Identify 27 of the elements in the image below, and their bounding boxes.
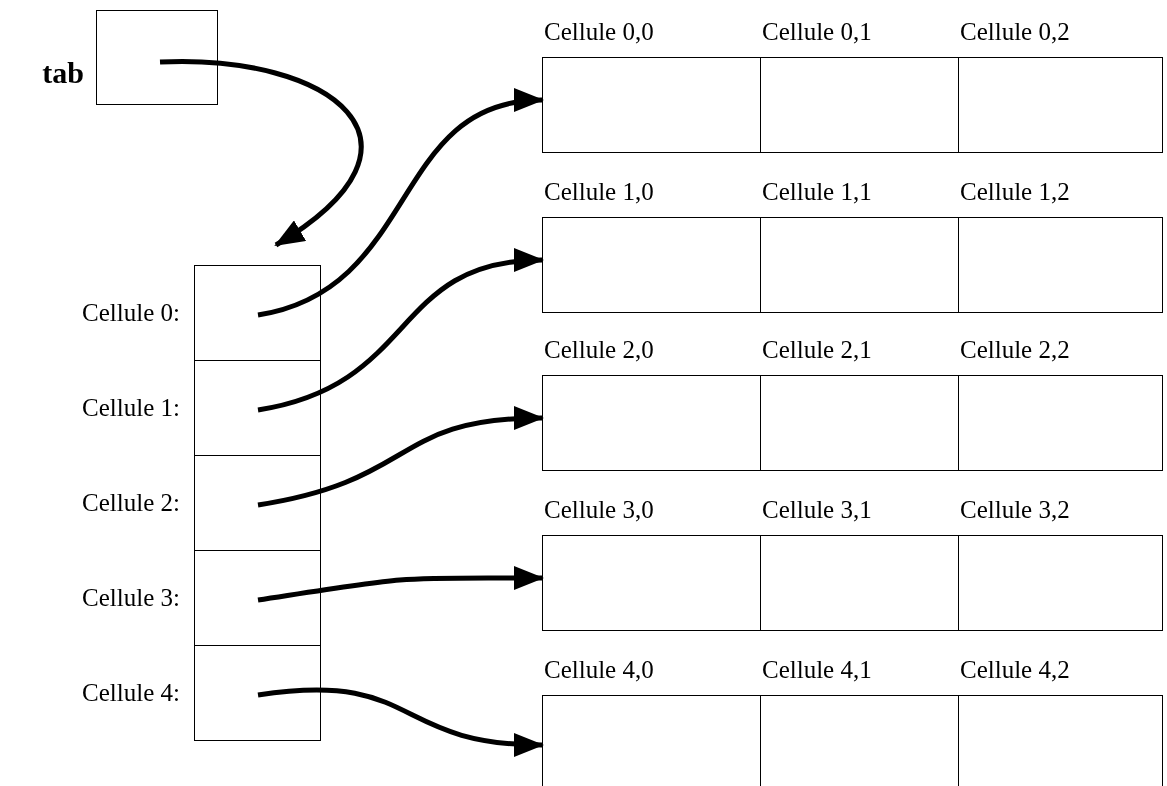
cell-heading: Cellule 2,1 xyxy=(762,335,872,365)
cell-heading: Cellule 3,1 xyxy=(762,495,872,525)
variable-label: tab xyxy=(42,58,84,88)
arrow xyxy=(257,565,544,603)
arrow xyxy=(257,250,544,413)
cell-label: Cellule 0: xyxy=(82,298,180,328)
cell-heading: Cellule 2,0 xyxy=(544,335,654,365)
cell-label: Cellule 3: xyxy=(82,583,180,613)
cell-heading: Cellule 3,0 xyxy=(544,495,654,525)
cell-heading: Cellule 0,2 xyxy=(960,17,1070,47)
arrow xyxy=(160,59,364,248)
cell-heading: Cellule 0,0 xyxy=(544,17,654,47)
cell-heading: Cellule 3,2 xyxy=(960,495,1070,525)
cell-label: Cellule 1: xyxy=(82,393,180,423)
cell-heading: Cellule 4,1 xyxy=(762,655,872,685)
arrow xyxy=(257,687,544,756)
cell-label: Cellule 2: xyxy=(82,488,180,518)
cell-heading: Cellule 1,2 xyxy=(960,177,1070,207)
cell-heading: Cellule 1,0 xyxy=(544,177,654,207)
arrow xyxy=(257,91,544,318)
cell-heading: Cellule 4,2 xyxy=(960,655,1070,685)
cell-label: Cellule 4: xyxy=(82,678,180,708)
cell-heading: Cellule 4,0 xyxy=(544,655,654,685)
cell-heading: Cellule 0,1 xyxy=(762,17,872,47)
cell-heading: Cellule 1,1 xyxy=(762,177,872,207)
cell-heading: Cellule 2,2 xyxy=(960,335,1070,365)
arrow xyxy=(257,407,544,508)
